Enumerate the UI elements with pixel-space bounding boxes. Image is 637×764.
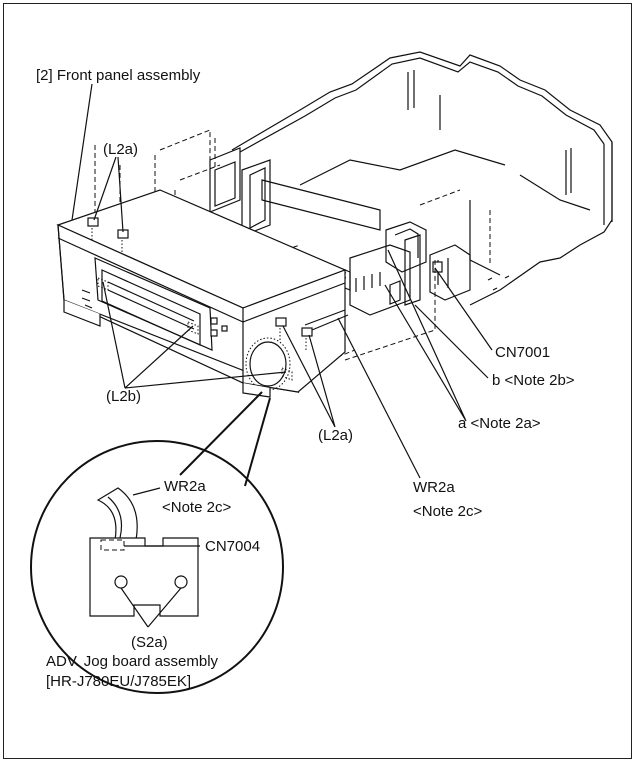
note-2a-label: a <Note 2a>	[458, 415, 541, 432]
cn7004-label: CN7004	[205, 538, 260, 555]
page-frame	[3, 3, 632, 759]
jog-board-label: ADV. Jog board assembly	[46, 653, 219, 670]
wr2a-right-label: WR2a	[413, 479, 455, 496]
note-2c-right-label: <Note 2c>	[413, 503, 482, 520]
s2a-label: (S2a)	[131, 634, 168, 651]
front-panel-label: [2] Front panel assembly	[36, 67, 201, 84]
detail-circle	[30, 440, 284, 694]
cn7001-label: CN7001	[495, 344, 550, 361]
l2a-top-label: (L2a)	[103, 141, 138, 158]
chassis-tray	[231, 51, 613, 306]
leader-lines	[71, 83, 493, 487]
front-panel-assembly	[56, 189, 349, 398]
note-2c-detail-label: <Note 2c>	[162, 499, 231, 516]
wr2a-detail-label: WR2a	[164, 478, 206, 495]
l2a-bottom-label: (L2a)	[318, 427, 353, 444]
l2b-label: (L2b)	[106, 388, 141, 405]
note-2b-label: b <Note 2b>	[492, 372, 575, 389]
model-label: [HR-J780EU/J785EK]	[46, 673, 191, 690]
